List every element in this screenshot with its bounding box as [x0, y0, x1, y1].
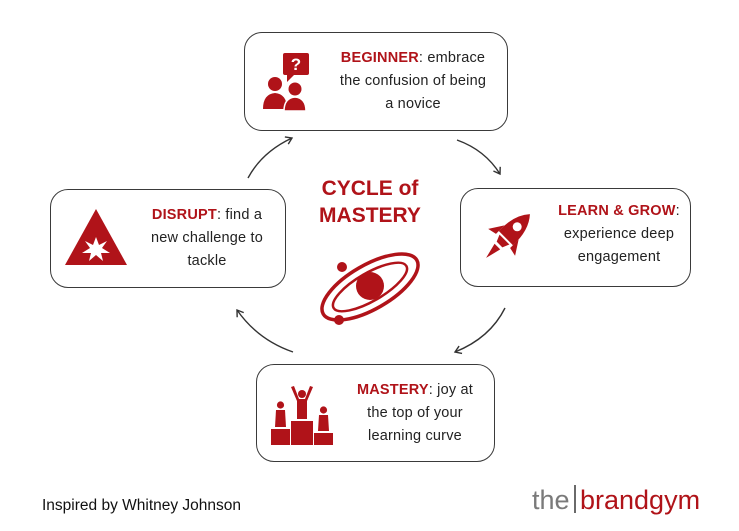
stage-keyword: BEGINNER: [340, 50, 419, 66]
stage-keyword: MASTERY: [356, 382, 429, 398]
stage-card-learn-grow: LEARN & GROW: experience deep engagement: [460, 188, 691, 287]
winners-podium-icon: [271, 386, 333, 445]
stage-card-mastery: MASTERY: joy at the top of your learning…: [256, 364, 495, 462]
arrow-disrupt-to-beginner: [247, 136, 294, 179]
svg-text:?: ?: [291, 55, 301, 74]
stage-keyword: DISRUPT: [151, 207, 217, 223]
stage-card-beginner: ? BEGINNER: embrace the confusion of bei…: [244, 32, 508, 131]
diagram-title: CYCLE of MASTERY: [319, 177, 421, 227]
stage-keyword: LEARN & GROW: [558, 203, 676, 219]
logo-divider: [574, 485, 576, 513]
stage-description-mastery: MASTERY: joy at the top of your learning…: [356, 382, 474, 444]
stage-description-disrupt: DISRUPT: find a new challenge to tackle: [150, 207, 264, 269]
stage-description-beginner: BEGINNER: embrace the confusion of being…: [339, 50, 487, 112]
arrow-learn-to-mastery: [453, 307, 506, 355]
orbit-planet-icon: [320, 252, 420, 325]
questioning-people-icon: ?: [263, 53, 309, 111]
stage-card-disrupt: DISRUPT: find a new challenge to tackle: [50, 189, 286, 288]
credit-text: Inspired by Whitney Johnson: [42, 497, 242, 514]
arrow-mastery-to-disrupt: [236, 308, 294, 353]
stage-description-learn-grow: LEARN & GROW: experience deep engagement: [558, 203, 680, 265]
rocket-icon: [486, 214, 530, 258]
explosion-warning-icon: [65, 209, 127, 265]
arrow-beginner-to-learn: [456, 139, 501, 176]
